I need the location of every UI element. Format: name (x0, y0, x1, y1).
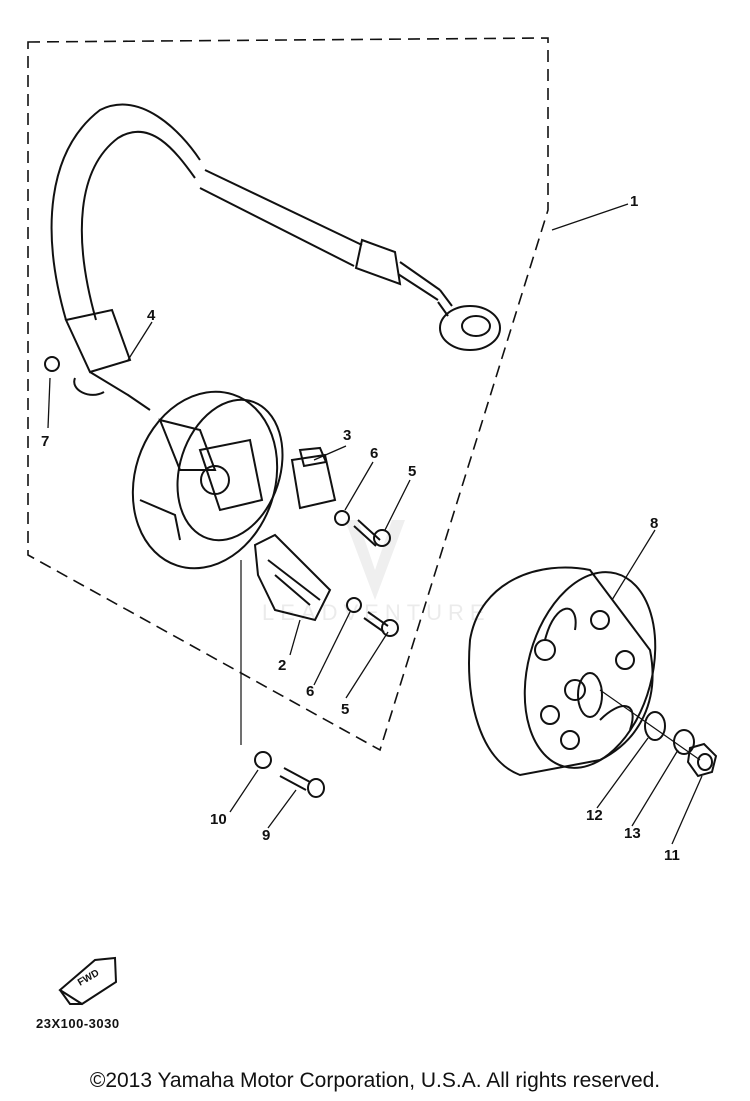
stator-plate (131, 390, 284, 570)
callout-3: 3 (343, 427, 351, 444)
fwd-label: FWD (76, 968, 101, 989)
nut-washers (599, 689, 718, 778)
callout-13: 13 (624, 825, 641, 842)
copyright-notice: ©2013 Yamaha Motor Corporation, U.S.A. A… (89, 1069, 661, 1092)
callout-11: 11 (664, 847, 680, 864)
callout-5b: 5 (341, 701, 349, 718)
callout-labels: 1 2 3 4 5 5 6 6 7 8 9 10 11 12 13 (41, 193, 680, 864)
callout-6a: 6 (370, 445, 378, 462)
callout-2: 2 (278, 657, 286, 674)
wire-clamp (44, 308, 151, 411)
callout-9: 9 (262, 827, 270, 844)
callout-8: 8 (650, 515, 658, 532)
flywheel-rotor (468, 566, 657, 777)
pickup-coil (290, 446, 337, 510)
screw-nut (240, 560, 325, 798)
callout-7: 7 (41, 433, 49, 450)
watermark-text: LEADVENTURE (262, 600, 491, 625)
coil-assembly (253, 533, 332, 622)
wire-harness (50, 103, 501, 351)
diagram-code: 23X100-3030 (36, 1016, 120, 1031)
leader-lines (47, 203, 703, 845)
fwd-arrow-icon: FWD (58, 956, 118, 1006)
screws-washers (334, 510, 399, 637)
assembly-boundary (27, 37, 549, 752)
callout-5a: 5 (408, 463, 416, 480)
callout-12: 12 (586, 807, 603, 824)
callout-4: 4 (147, 307, 156, 324)
callout-6b: 6 (306, 683, 314, 700)
callout-1: 1 (630, 193, 638, 210)
callout-10: 10 (210, 811, 227, 828)
